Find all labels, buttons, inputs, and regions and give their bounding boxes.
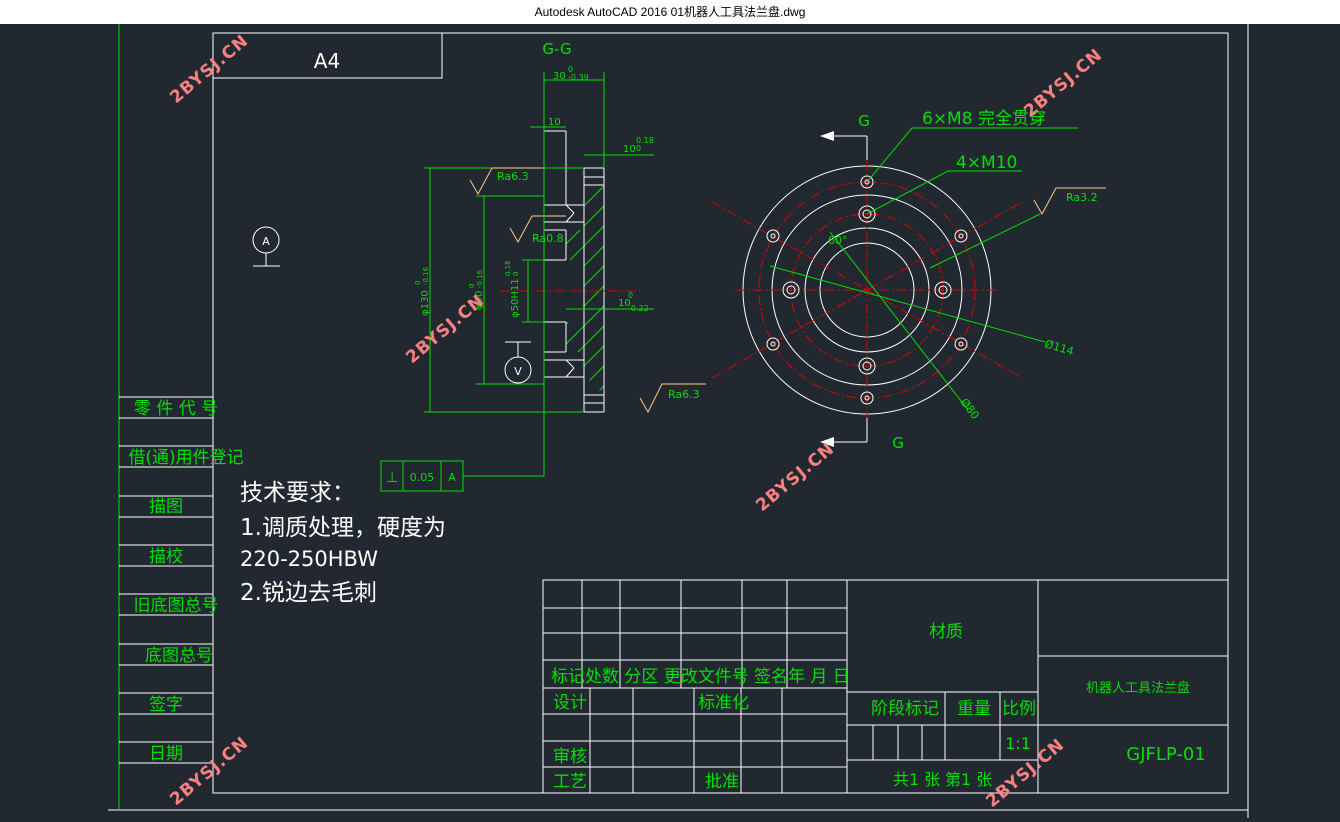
scale-label: 比例 — [1002, 699, 1036, 719]
tech-title: 技术要求： — [240, 480, 355, 506]
window-title: Autodesk AutoCAD 2016 01机器人工具法兰盘.dwg — [0, 0, 1340, 24]
watermark-4: 2BYSJ.CN — [752, 439, 838, 516]
weight-label: 重量 — [957, 699, 991, 719]
standardize-label: 标准化 — [698, 693, 749, 713]
dim-30-tol-up: 0 — [568, 65, 573, 74]
dim-30: 30 — [553, 71, 566, 82]
gdt-datum: A — [448, 471, 456, 484]
review-label: 审核 — [553, 747, 587, 767]
header-sign-label: 签名年 月 日 — [754, 667, 850, 687]
gdt-leader — [463, 131, 545, 477]
ra-63-b: Ra6.3 — [668, 388, 700, 401]
header-row-label: 标记处数 分区 更改文件号 — [551, 667, 749, 687]
section-mark-top: G — [858, 112, 870, 130]
sheet-total: 共1 张 — [893, 770, 940, 789]
material-label: 材质 — [929, 622, 963, 642]
front-view: G G 6×M8 完全贯穿 4×M10 60° Ø114 Ø80 Ra3.2 — [711, 109, 1106, 452]
dim-phi90: φ90 — [474, 291, 485, 310]
datum-marker: A — [252, 226, 280, 267]
dim-10-mid-tol-up: 0 — [628, 291, 633, 300]
paper-size-label: A4 — [314, 49, 340, 73]
tech-line-1: 1.调质处理，硬度为 — [240, 515, 446, 541]
ra-63-a: Ra6.3 — [497, 170, 529, 183]
title-block: 材质 标记处数 分区 更改文件号 签名年 月 日 设计 标准化 审核 工艺 批准… — [542, 579, 1229, 794]
roughness-symbol-2 — [509, 215, 566, 244]
tech-line-2: 220-250HBW — [240, 547, 378, 571]
drawing-canvas[interactable]: A4 零 件 代 号 借(通)用件登记 描图 描校 旧底图总号 底图总号 签字 … — [0, 24, 1340, 818]
scale-value: 1:1 — [1005, 734, 1031, 753]
section-mark-bottom: G — [892, 434, 904, 452]
dim-10-mid: 10 — [618, 298, 631, 309]
dim-phi130: φ130 — [420, 290, 431, 316]
dim-phi114: Ø114 — [1043, 337, 1075, 358]
part-name: 机器人工具法兰盘 — [1086, 680, 1190, 696]
section-label: G-G — [542, 40, 571, 58]
drawing-svg: A4 零 件 代 号 借(通)用件登记 描图 描校 旧底图总号 底图总号 签字 … — [108, 24, 1249, 818]
side-label-check: 描校 — [149, 547, 183, 567]
dim-phi90-tol-low: -0.16 — [476, 269, 484, 288]
stage-mark-label: 阶段标记 — [871, 699, 939, 719]
holes-m8 — [766, 175, 968, 405]
svg-text:V: V — [514, 365, 522, 378]
holes-m10 — [782, 205, 952, 375]
side-label-date: 日期 — [149, 744, 183, 764]
roughness-symbol-4 — [1033, 187, 1106, 216]
dim-phi130-tol-low: -0.16 — [422, 266, 430, 285]
ra-08: Ra0.8 — [532, 232, 564, 245]
watermark-2: 2BYSJ.CN — [1020, 45, 1106, 122]
process-label: 工艺 — [553, 772, 587, 792]
gdt-value: 0.05 — [410, 471, 435, 484]
dim-phi50-tol-up: 0.16 — [504, 260, 512, 276]
side-label-sign: 签字 — [149, 695, 183, 715]
ra-32: Ra3.2 — [1066, 191, 1098, 204]
datum-label: A — [262, 235, 270, 248]
side-label-trace: 描图 — [149, 497, 183, 517]
dim-10-right-tol-up: 0.18 — [636, 136, 654, 145]
dim-30-tol-low: -0.39 — [568, 73, 589, 82]
side-register: 零 件 代 号 借(通)用件登记 描图 描校 旧底图总号 底图总号 签字 日期 — [119, 396, 244, 764]
roughness-symbol-1 — [469, 167, 544, 196]
dim-phi80: Ø80 — [958, 396, 982, 422]
design-label: 设计 — [553, 693, 587, 713]
sheet-no: 第1 张 — [945, 770, 992, 789]
dim-10-right-tol-low: 0 — [636, 144, 641, 153]
dim-phi50-tol-low: 0 — [512, 272, 520, 276]
side-label-base-no: 底图总号 — [145, 646, 213, 666]
side-label-borrow: 借(通)用件登记 — [128, 448, 243, 468]
paper-size-box — [212, 32, 443, 79]
tech-line-3: 2.锐边去毛刺 — [240, 580, 377, 606]
gdt-symbol: ⊥ — [385, 468, 398, 486]
side-label-old-no: 旧底图总号 — [134, 596, 219, 616]
dim-10-right: 10 — [623, 144, 636, 155]
section-view: G-G — [380, 40, 706, 492]
section-hatch — [566, 177, 604, 395]
dim-phi90-tol: 0 — [468, 284, 476, 288]
tech-requirements: 技术要求： 1.调质处理，硬度为 220-250HBW 2.锐边去毛刺 — [240, 480, 446, 606]
watermark-1: 2BYSJ.CN — [166, 31, 252, 108]
holes-6-label: 6×M8 完全贯穿 — [922, 109, 1046, 129]
dim-phi130-tol: 0 — [414, 281, 422, 285]
side-label-part-code: 零 件 代 号 — [134, 399, 218, 419]
dim-10: 10 — [548, 117, 561, 128]
dim-phi50: φ50H11 — [510, 278, 521, 318]
dim-10-mid-tol-low: -0.22 — [628, 304, 649, 313]
roughness-symbol-3 — [639, 383, 706, 414]
watermark-3: 2BYSJ.CN — [402, 291, 488, 368]
angle-label: 60° — [828, 234, 848, 247]
holes-4-label: 4×M10 — [956, 153, 1017, 173]
approve-label: 批准 — [705, 772, 739, 792]
part-code: GJFLP-01 — [1126, 744, 1206, 765]
